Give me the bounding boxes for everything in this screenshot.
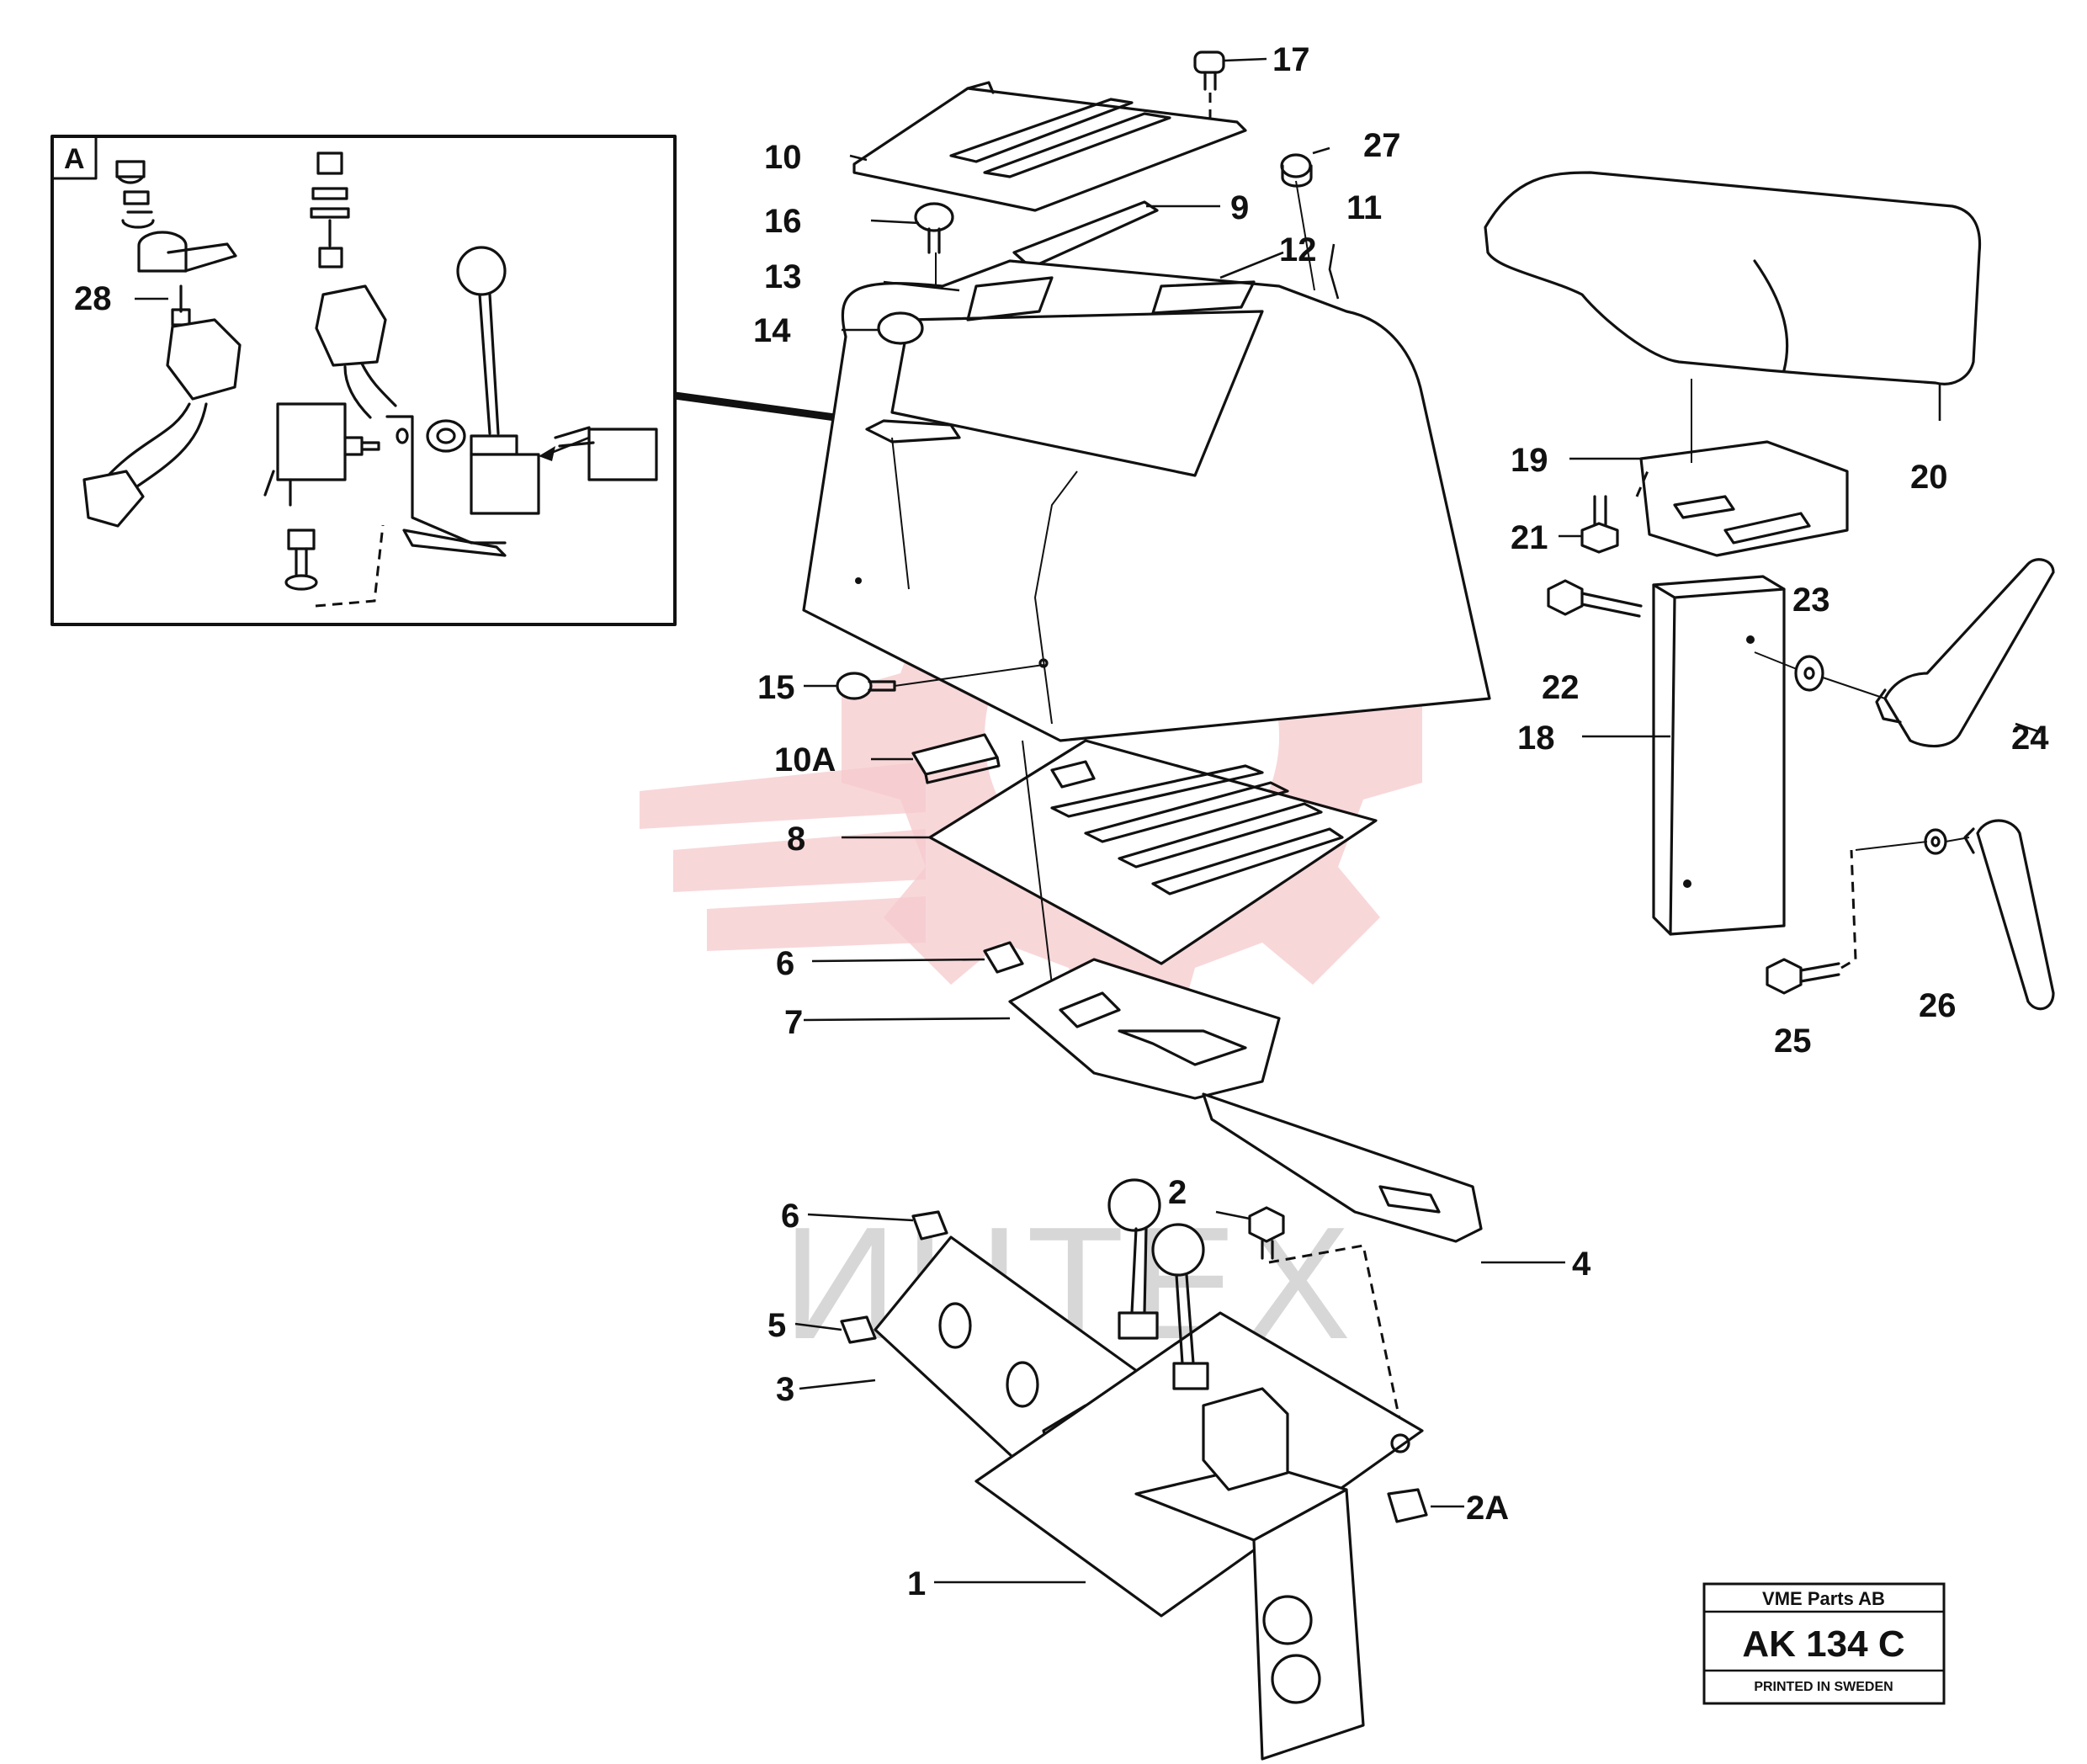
- callout-18: 18: [1517, 720, 1555, 757]
- armrest-pad-20: [1484, 171, 1982, 385]
- callout-21: 21: [1511, 519, 1548, 556]
- callout-2a: 2A: [1466, 1490, 1509, 1527]
- seal-strip-9: [1012, 200, 1159, 269]
- callout-14: 14: [753, 312, 791, 349]
- lever-handle-24-lower: [1963, 819, 2055, 1011]
- selector-arm-4: [1202, 1092, 1483, 1243]
- cap-27: [1280, 153, 1315, 291]
- callout-27: 27: [1363, 127, 1401, 164]
- bolt-21: [1580, 495, 1619, 554]
- callout-4: 4: [1572, 1246, 1591, 1283]
- clip-nut-2a: [1387, 1488, 1428, 1523]
- callout-24: 24: [2011, 720, 2049, 757]
- washer-26: [1855, 828, 1970, 855]
- callout-5: 5: [767, 1307, 786, 1344]
- title-company: VME Parts AB: [1762, 1588, 1885, 1609]
- gate-plate-7: [1008, 958, 1281, 1100]
- callout-9: 9: [1230, 189, 1249, 226]
- callout-12: 12: [1279, 231, 1317, 268]
- washer-23: [1754, 651, 1886, 699]
- leader-lines: [794, 57, 2042, 1584]
- top-cover-plate: [852, 81, 1247, 212]
- callout-3: 3: [776, 1371, 794, 1408]
- inset-label: A: [64, 143, 85, 175]
- callout-20: 20: [1910, 459, 1948, 496]
- callout-11: 11: [1346, 189, 1382, 226]
- clip-nut-6-upper: [983, 941, 1024, 974]
- bracket-19: [1635, 379, 1849, 557]
- post-18: [1652, 575, 1786, 936]
- bolt-25: [1766, 849, 1857, 995]
- callout-28: 28: [74, 280, 112, 317]
- callout-labels: 10 17 27 9 16 11 12 13 14 15 10A 8 6 7 2…: [753, 41, 2049, 1602]
- control-valve-1: [974, 1178, 1424, 1761]
- callout-1: 1: [907, 1565, 926, 1602]
- callout-10a: 10A: [774, 741, 836, 778]
- callout-26: 26: [1919, 987, 1957, 1024]
- callout-6-upper: 6: [776, 945, 794, 982]
- title-printed: PRINTED IN SWEDEN: [1754, 1680, 1893, 1694]
- callout-22: 22: [1542, 669, 1580, 706]
- screw-15: [836, 658, 1049, 700]
- main-housing: [802, 259, 1491, 742]
- pad-10a: [911, 733, 1001, 784]
- callout-13: 13: [764, 258, 802, 295]
- callout-16: 16: [764, 203, 802, 240]
- callout-15: 15: [757, 669, 795, 706]
- screw-17: [1193, 50, 1225, 118]
- callout-10: 10: [764, 139, 802, 176]
- callout-23: 23: [1792, 582, 1830, 619]
- callout-7: 7: [784, 1004, 803, 1041]
- callout-25: 25: [1774, 1023, 1812, 1060]
- callout-17: 17: [1272, 41, 1310, 78]
- callout-6-lower: 6: [781, 1198, 799, 1235]
- clip-nut-6-lower: [911, 1210, 948, 1241]
- callout-19: 19: [1511, 442, 1548, 479]
- title-drawing-number: AK 134 C: [1742, 1623, 1904, 1665]
- callout-8: 8: [787, 821, 805, 858]
- inset-a-panel: A: [50, 135, 677, 626]
- title-block: VME Parts AB AK 134 C PRINTED IN SWEDEN: [1702, 1582, 1946, 1705]
- callout-2: 2: [1168, 1174, 1187, 1211]
- bolt-2: [1248, 1206, 1407, 1448]
- clip-nut-5: [840, 1315, 877, 1344]
- lever-handle-24-upper: [1875, 558, 2055, 748]
- cover-plate-8: [928, 739, 1378, 986]
- bolt-22: [1547, 579, 1643, 618]
